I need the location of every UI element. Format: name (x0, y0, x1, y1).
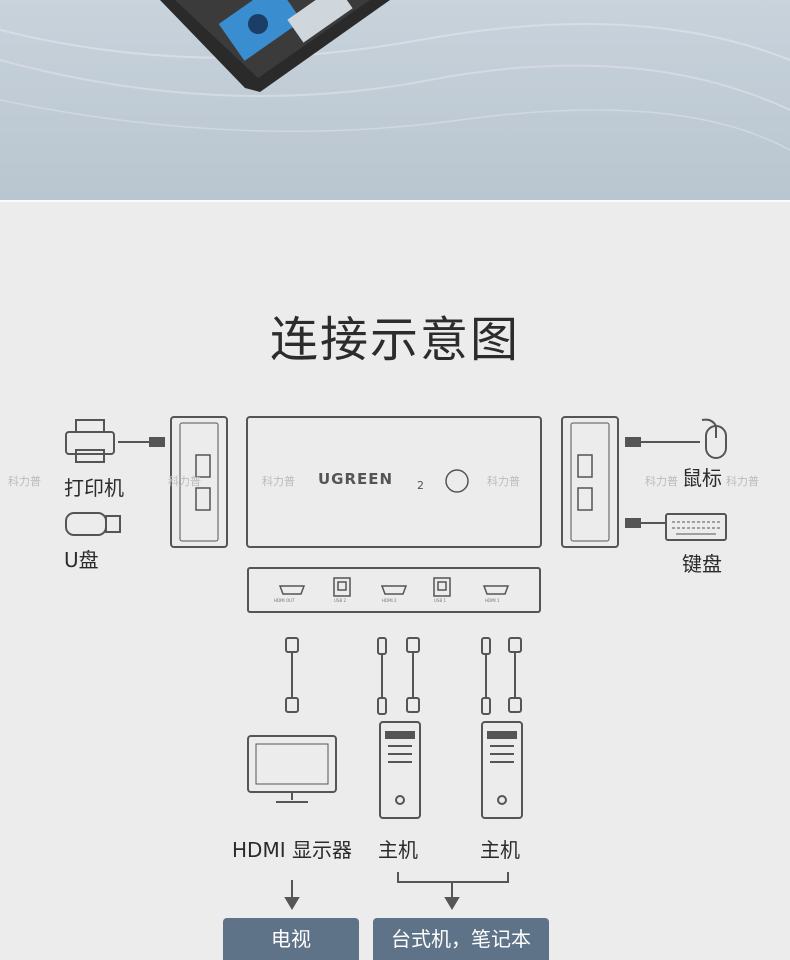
host-label-1: 主机 (378, 838, 418, 862)
watermark: 科力普 (262, 475, 295, 488)
host-label-2: 主机 (480, 838, 520, 862)
front-panel (246, 416, 542, 548)
brand-logo: UGREEN (318, 470, 394, 488)
left-side-panel (170, 416, 228, 548)
usb-drive-icon (65, 512, 121, 536)
watermark: 科力普 (487, 475, 520, 488)
keyboard-icon (625, 513, 727, 541)
monitor-icon (247, 735, 337, 803)
section-divider (0, 200, 790, 202)
port-usb-2 (333, 577, 351, 597)
port-label: HDMI 1 (485, 598, 500, 603)
right-side-panel (561, 416, 619, 548)
computer-target-label: 台式机，笔记本 (373, 918, 549, 960)
rear-panel (247, 567, 541, 613)
port-label: HDMI OUT (274, 598, 295, 603)
port-hdmi-out (278, 585, 306, 595)
switch-button (445, 469, 469, 493)
port-usb-1 (433, 577, 451, 597)
desktop-tower-icon-2 (481, 721, 523, 819)
port-label: USB 2 (334, 598, 347, 603)
port-hdmi-1 (482, 585, 510, 595)
port-label: USB 1 (434, 598, 447, 603)
mouse-label: 鼠标 (682, 466, 722, 490)
port-label: HDMI 2 (382, 598, 397, 603)
diagram-background (0, 202, 790, 960)
printer-label: 打印机 (64, 476, 124, 500)
printer-icon (65, 419, 165, 463)
port-hdmi-2 (380, 585, 408, 595)
tv-target-label: 电视 (223, 918, 359, 960)
monitor-label: HDMI 显示器 (232, 838, 352, 862)
usb-drive-label: U盘 (64, 548, 99, 572)
switch-indicator: 2 (417, 479, 424, 492)
desktop-tower-icon-1 (379, 721, 421, 819)
product-photo (0, 0, 790, 200)
page-title: 连接示意图 (269, 312, 520, 368)
keyboard-label: 键盘 (682, 552, 722, 576)
watermark: 科力普 (645, 475, 678, 488)
watermark: 科力普 (726, 475, 759, 488)
watermark: 科力普 (168, 475, 201, 488)
watermark: 科力普 (8, 475, 41, 488)
mouse-icon (625, 418, 727, 459)
